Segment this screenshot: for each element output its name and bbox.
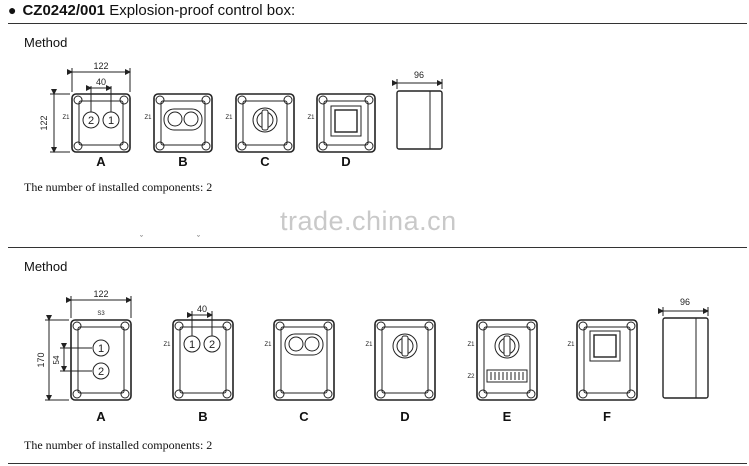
button-1-label: 1: [108, 115, 114, 127]
zone-label: Z1: [144, 115, 152, 121]
dim-vspacing: 54: [52, 355, 61, 364]
bullet-icon: ●: [8, 2, 17, 18]
zone-label: Z1: [225, 115, 233, 121]
dim-width: 122: [93, 289, 108, 299]
variant-label: C: [299, 409, 309, 424]
zone-label: Z1: [163, 342, 171, 348]
section2-box-a: 1 2 122 S3 170 54 A: [36, 289, 132, 424]
zone-label-2: Z2: [467, 374, 475, 380]
button-1-label: 1: [98, 343, 104, 355]
section1-box-b: Z1 B: [144, 93, 213, 169]
dim-height: 122: [39, 115, 49, 130]
divider-bottom: [8, 463, 747, 464]
double-button-outline: [163, 108, 203, 131]
section2-box-e: Z1 Z2 E: [467, 319, 538, 424]
dim-depth: 96: [680, 297, 690, 307]
variant-label: A: [96, 409, 106, 424]
watermark: trade.china.cn: [280, 206, 457, 236]
button-2-label: 2: [98, 366, 104, 378]
terminal-strip: [486, 369, 528, 383]
dim-spacing: 40: [197, 304, 207, 314]
mark: ˇ: [140, 234, 143, 244]
dim-height: 170: [36, 352, 46, 367]
variant-label: B: [178, 154, 187, 169]
button-1-label: 1: [189, 339, 195, 351]
meter-window-inner: [334, 109, 358, 133]
selector-knob: [261, 109, 269, 131]
zone-label: Z1: [62, 115, 70, 121]
product-description: Explosion-proof control box:: [109, 2, 296, 19]
section1-box-d: Z1 D: [307, 93, 376, 169]
button-2-label: 2: [209, 339, 215, 351]
variant-label: C: [260, 154, 270, 169]
button-2-label: 2: [88, 115, 94, 127]
meter-window-outer: [330, 105, 362, 137]
zone-label: Z1: [567, 342, 575, 348]
section1-box-c: Z1 C: [225, 93, 295, 169]
selector-switch-outline: [252, 107, 278, 133]
section1-note: The number of installed components: 2: [24, 180, 213, 194]
zone-label: Z1: [264, 342, 272, 348]
dim-spacing: 40: [96, 77, 106, 87]
zone-label: Z1: [365, 342, 373, 348]
section2-box-b: 1 2 40 Z1 B: [163, 304, 234, 424]
variant-label: E: [503, 409, 512, 424]
section2-box-d: Z1 D: [365, 319, 436, 424]
top-label: S3: [97, 311, 105, 317]
section2-note: The number of installed components: 2: [24, 438, 213, 452]
section2-box-c: Z1 C: [264, 319, 335, 424]
section2-side-view: 96: [658, 297, 709, 399]
section1-box-a: 2 1 122 40 122 Z1 A: [39, 61, 131, 169]
variant-label: D: [400, 409, 409, 424]
dim-depth: 96: [414, 70, 424, 80]
zone-label: Z1: [307, 115, 315, 121]
variant-label: B: [198, 409, 207, 424]
page-title: ● CZ0242/001 Explosion-proof control box:: [8, 2, 295, 19]
mark: ˇ: [197, 234, 200, 244]
divider-top: [8, 23, 747, 24]
divider-middle: [8, 247, 747, 248]
section1-method-label: Method: [24, 35, 68, 50]
section1-side-view: 96: [392, 70, 443, 150]
variant-label: F: [603, 409, 611, 424]
variant-label: A: [96, 154, 106, 169]
product-code: CZ0242/001: [22, 2, 106, 19]
section2-box-f: Z1 F: [567, 319, 638, 424]
zone-label: Z1: [467, 342, 475, 348]
dim-width: 122: [93, 61, 108, 71]
section2-method-label: Method: [24, 259, 68, 274]
variant-label: D: [341, 154, 350, 169]
